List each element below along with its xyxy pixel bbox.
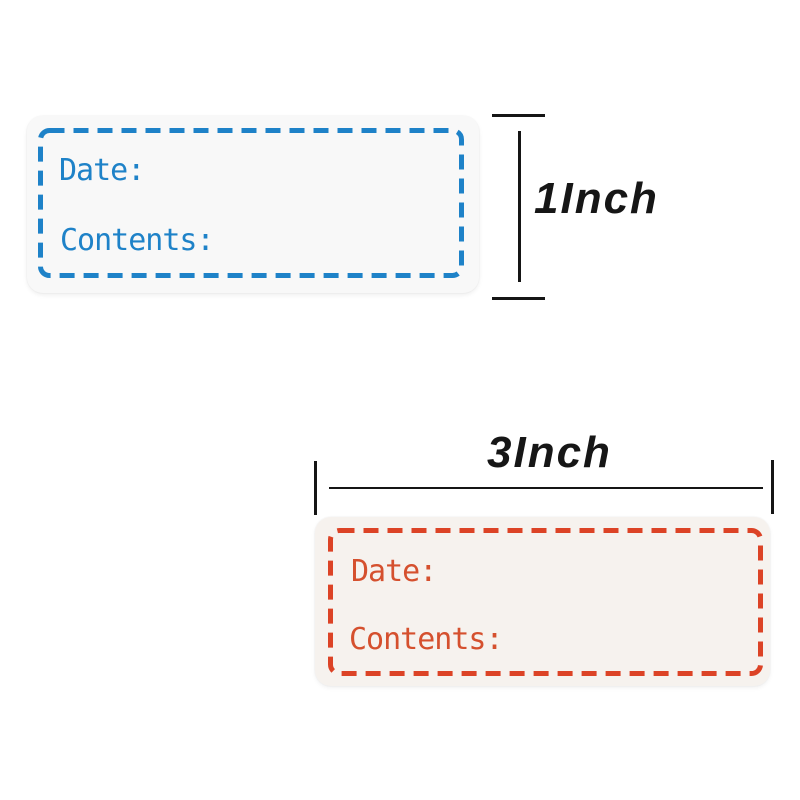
dimension-line-horizontal (329, 487, 763, 489)
label-sticker-red: Date: Contents: (315, 517, 770, 686)
dashed-border-blue (38, 128, 464, 278)
dashed-border-red (328, 528, 763, 676)
width-dimension-value: 3Inch (487, 428, 612, 477)
contents-field-label: Contents: (349, 622, 504, 657)
contents-field-label: Contents: (60, 223, 215, 258)
dimension-line-vertical (518, 131, 521, 282)
date-field-label: Date: (59, 153, 145, 188)
date-field-label: Date: (351, 554, 437, 589)
dimension-tick-bottom (492, 297, 545, 300)
dimension-tick-top (492, 114, 545, 117)
label-sticker-blue: Date: Contents: (27, 116, 479, 293)
dimension-tick-right (771, 460, 774, 514)
height-dimension-value: 1Inch (534, 174, 659, 223)
dimension-tick-left (314, 461, 317, 515)
